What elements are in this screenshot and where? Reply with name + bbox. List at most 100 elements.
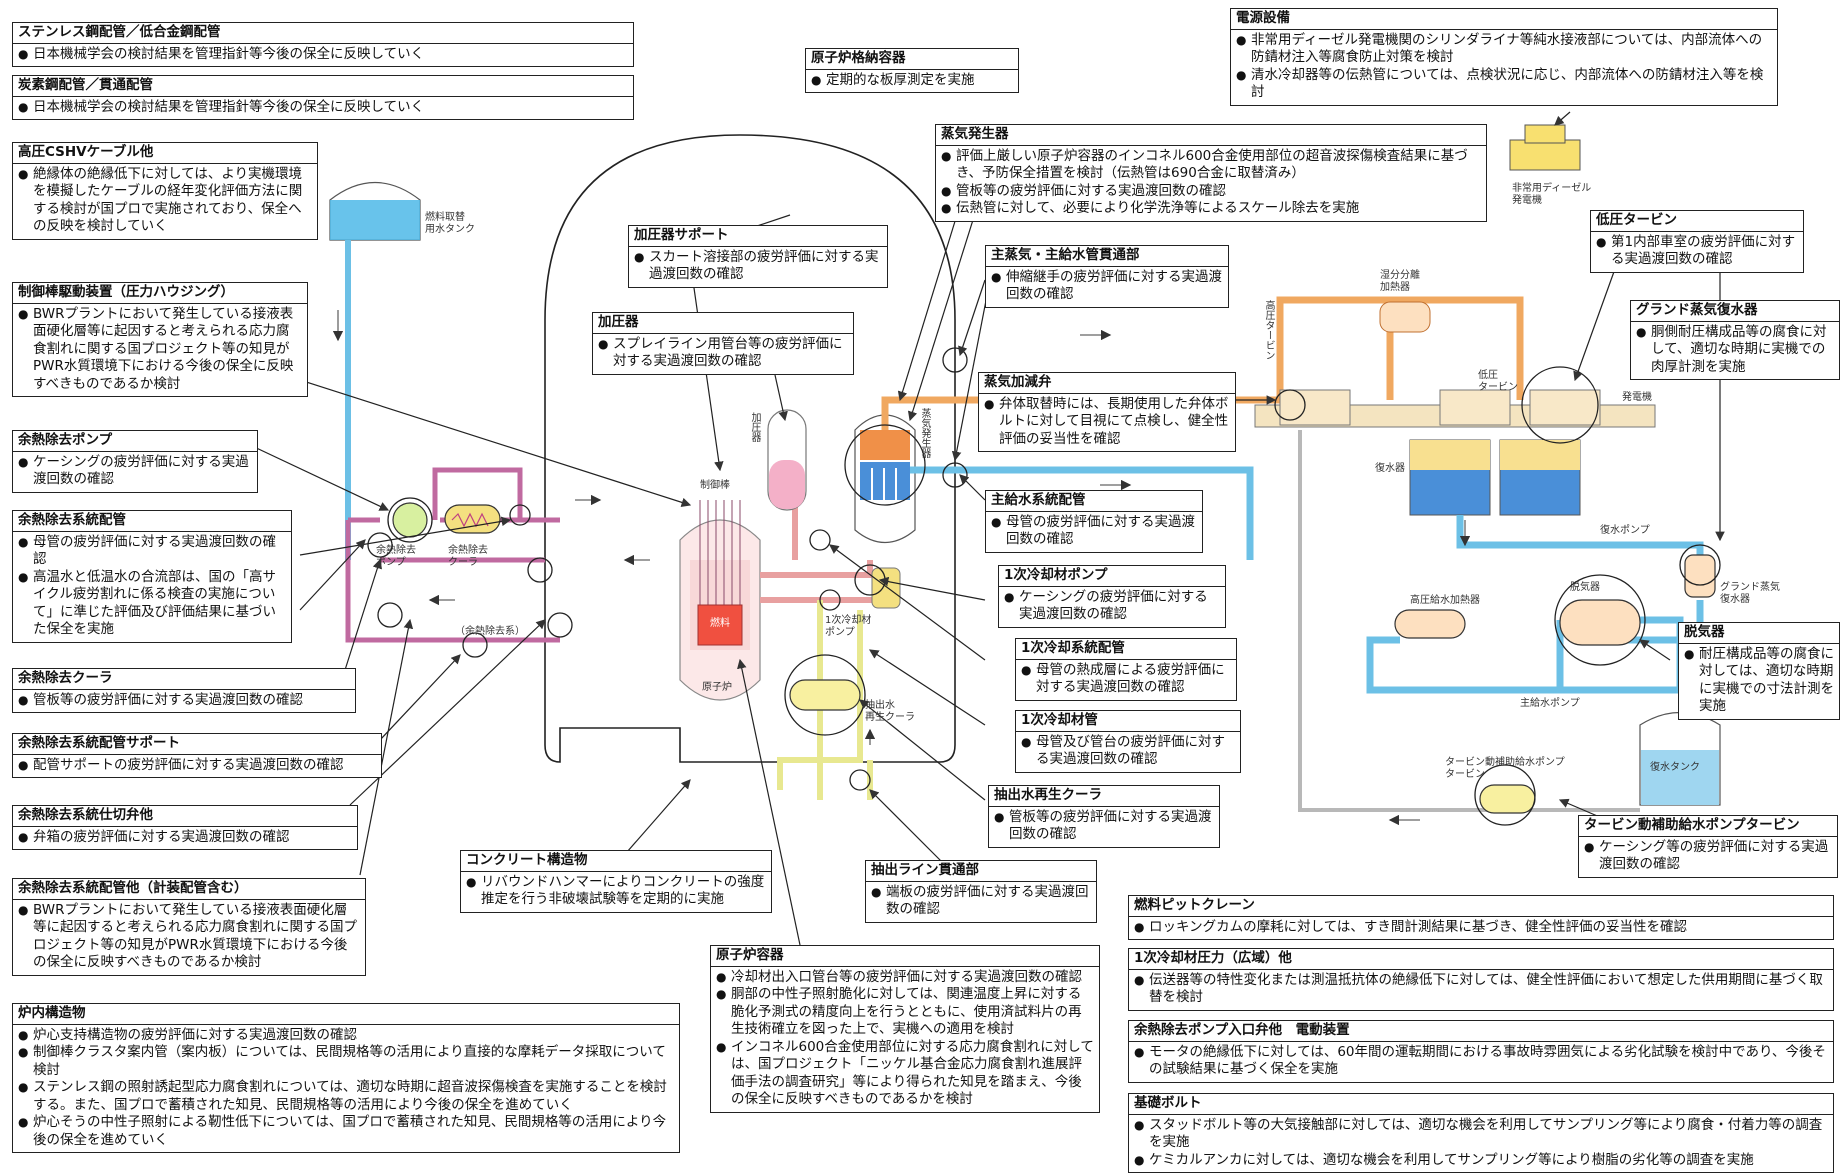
callout-title: グランド蒸気復水器 [1631,301,1839,322]
callout-stainless-piping: ステンレス鋼配管／低合金鋼配管日本機械学会の検討結果を管理指針等今後の保全に反映… [12,22,634,67]
label-rhr-system: （余熱除去系） [455,626,525,638]
callout-item: 高温水と低温水の合流部は、国の「高サイクル疲労割れに係る検査の実施について」に準… [18,569,286,639]
callout-item: 弁箱の疲労評価に対する実過渡回数の確認 [18,829,352,847]
callout-item: 管板等の疲労評価に対する実過渡回数の確認 [18,692,350,710]
callout-title: 加圧器サポート [629,226,887,247]
callout-rhr-pump: 余熱除去ポンプケーシングの疲労評価に対する実過渡回数の確認 [12,430,258,493]
label-main-fw-pump: 主給水ポンプ [1520,698,1580,710]
callout-title: 脱気器 [1679,623,1839,644]
regen-cooler-icon [790,680,860,710]
callout-item: 母管及び管台の疲労評価に対する実過渡回数の確認 [1021,734,1235,769]
rcp-icon [872,568,900,608]
label-hp-fw-heater: 高圧給水加熱器 [1410,595,1480,607]
callout-cshv-cable: 高圧CSHVケーブル他絶縁体の絶縁低下に対しては、より実機環境を模擬したケーブル… [12,142,318,240]
callout-title: 炉内構造物 [13,1004,679,1025]
hp-fw-heater-icon [1395,610,1465,638]
steam-generator-icon [855,415,915,543]
callout-item: 日本機械学会の検討結果を管理指針等今後の保全に反映していく [18,99,628,117]
label-moisture-separator: 湿分分離加熱器 [1380,270,1420,294]
label-control-rod: 制御棒 [700,480,730,492]
label-lp-turbine: 低圧タービン [1478,370,1518,394]
condenser-icons [1410,440,1580,515]
callout-item: 胴部の中性子照射脆化に対しては、関連温度上昇に対する脆化予測式の精度向上を行うと… [716,986,1094,1039]
callout-title: 抽出水再生クーラ [989,786,1219,807]
deaerator-icon [1560,600,1640,645]
callout-title: 主給水系統配管 [986,491,1202,512]
label-tdafw-turbine: タービン動補助給水ポンプタービン [1445,757,1565,781]
callout-title: タービン動補助給水ポンプタービン [1579,816,1837,837]
condensate-tank-icon [1640,713,1720,806]
callout-item: 評価上厳しい原子炉容器のインコネル600合金使用部位の超音波探傷検査結果に基づき… [941,148,1481,183]
callout-carbon-steel-piping: 炭素鋼配管／貫通配管日本機械学会の検討結果を管理指針等今後の保全に反映していく [12,75,634,120]
label-condenser: 復水器 [1375,463,1405,475]
label-pressurizer: 加圧器 [748,412,760,442]
callout-item: スタッドボルト等の大気接触部に対しては、適切な機会を利用してサンプリング等により… [1134,1117,1828,1152]
callout-primary-system-piping: 1次冷却系統配管母管の熱成層による疲労評価に対する実過渡回数の確認 [1015,638,1237,701]
callout-rcp: 1次冷却材ポンプケーシングの疲労評価に対する実過渡回数の確認 [998,565,1226,628]
callout-item: 母管の疲労評価に対する実過渡回数の確認 [991,514,1197,549]
label-rcp: 1次冷却材ポンプ [825,615,871,639]
label-diesel-generator: 非常用ディーゼル発電機 [1512,183,1591,207]
callout-main-feedwater-piping: 主給水系統配管母管の疲労評価に対する実過渡回数の確認 [985,490,1203,553]
label-hp-turbine: 高圧タービン [1262,300,1274,360]
label-condensate-pump: 復水ポンプ [1600,525,1650,537]
callout-lp-turbine: 低圧タービン第1内部車室の疲労評価に対する実過渡回数の確認 [1590,210,1804,273]
callout-item: ケーシングの疲労評価に対する実過渡回数の確認 [1004,589,1220,624]
callout-title: 余熱除去ポンプ入口弁他 電動装置 [1129,1021,1833,1042]
callout-title: 余熱除去クーラ [13,669,355,690]
callout-pressurizer: 加圧器スプレイライン用管台等の疲労評価に対する実過渡回数の確認 [592,312,854,375]
callout-item: 伝熱管に対して、必要により化学洗浄等によるスケール除去を実施 [941,200,1481,218]
callout-containment-vessel: 原子炉格納容器定期的な板厚測定を実施 [805,48,1019,93]
callout-item: 日本機械学会の検討結果を管理指針等今後の保全に反映していく [18,46,628,64]
label-fuel-tank: 燃料取替用水タンク [425,212,475,236]
callout-power-supply: 電源設備非常用ディーゼル発電機関のシリンダライナ等純水接液部については、内部流体… [1230,8,1778,106]
callout-item: 炉心そうの中性子照射による靭性低下については、国プロで蓄積された知見、民間規格等… [18,1114,674,1149]
callout-ms-fw-penetration: 主蒸気・主給水管貫通部伸縮継手の疲労評価に対する実過渡回数の確認 [985,245,1229,308]
callout-foundation-bolts: 基礎ボルトスタッドボルト等の大気接触部に対しては、適切な機会を利用してサンプリン… [1128,1093,1834,1173]
callout-title: 余熱除去系統配管他（計装配管含む） [13,879,365,900]
callout-rhr-piping: 余熱除去系統配管母管の疲労評価に対する実過渡回数の確認高温水と低温水の合流部は、… [12,510,292,643]
flow-arrows [338,310,1465,820]
callout-item: 絶縁体の絶縁低下に対しては、より実機環境を模擬したケーブルの経年変化評価方法に関… [18,166,312,236]
callout-title: 基礎ボルト [1129,1094,1833,1115]
callout-deaerator: 脱気器耐圧構成品等の腐食に対しては、適切な時期に実機での寸法計測を実施 [1678,622,1840,720]
tdafw-turbine-icon [1480,785,1535,813]
callout-item: 耐圧構成品等の腐食に対しては、適切な時期に実機での寸法計測を実施 [1684,646,1834,716]
callout-item: スプレイライン用管台等の疲労評価に対する実過渡回数の確認 [598,336,848,371]
callout-rhr-inlet-valve-actuator: 余熱除去ポンプ入口弁他 電動装置モータの絶縁低下に対しては、60年間の運転期間に… [1128,1020,1834,1083]
callout-item: 制御棒クラスタ案内管（案内板）については、民間規格等の活用により直接的な摩耗デー… [18,1044,674,1079]
callout-item: ケミカルアンカに対しては、適切な機会を利用してサンプリング等により樹脂の劣化等の… [1134,1152,1828,1170]
callout-title: ステンレス鋼配管／低合金鋼配管 [13,23,633,44]
callout-title: 余熱除去ポンプ [13,431,257,452]
callout-title: 制御棒駆動装置（圧力ハウジング） [13,283,307,304]
callout-item: 端板の疲労評価に対する実過渡回数の確認 [871,884,1091,919]
callout-title: 原子炉格納容器 [806,49,1018,70]
callout-primary-coolant-pipe: 1次冷却材管母管及び管台の疲労評価に対する実過渡回数の確認 [1015,710,1241,773]
callout-rhr-support: 余熱除去系統配管サポート配管サポートの疲労評価に対する実過渡回数の確認 [12,733,382,778]
callout-title: 抽出ライン貫通部 [866,861,1096,882]
callout-item: 管板等の疲労評価に対する実過渡回数の確認 [941,183,1481,201]
label-generator: 発電機 [1622,392,1652,404]
callout-item: 配管サポートの疲労評価に対する実過渡回数の確認 [18,757,376,775]
turbine-deck [1255,390,1655,427]
callout-rhr-cooler: 余熱除去クーラ管板等の疲労評価に対する実過渡回数の確認 [12,668,356,713]
callout-pressurizer-support: 加圧器サポートスカート溶接部の疲労評価に対する実過渡回数の確認 [628,225,888,288]
label-reactor: 原子炉 [702,682,732,694]
callout-item: 伸縮継手の疲労評価に対する実過渡回数の確認 [991,269,1223,304]
callout-reactor-vessel: 原子炉容器冷却材出入口管台等の疲労評価に対する実過渡回数の確認胴部の中性子照射脆… [710,945,1100,1113]
callout-item: 清水冷却器等の伝熱管については、点検状況に応じ、内部流体への防錆材注入等を検討 [1236,67,1772,102]
callout-title: 燃料ピットクレーン [1129,896,1833,917]
callout-title: 1次冷却系統配管 [1016,639,1236,660]
callout-steam-generator: 蒸気発生器評価上厳しい原子炉容器のインコネル600合金使用部位の超音波探傷検査結… [935,124,1487,222]
callout-item: 胴側耐圧構成品等の腐食に対して、適切な時期に実機での肉厚計測を実施 [1636,324,1834,377]
callout-crd-housing: 制御棒駆動装置（圧力ハウジング）BWRプラントにおいて発生している接液表面硬化層… [12,282,308,397]
callout-gland-steam-condenser: グランド蒸気復水器胴側耐圧構成品等の腐食に対して、適切な時期に実機での肉厚計測を… [1630,300,1840,380]
callout-item: BWRプラントにおいて発生している接液表面硬化層等に起因すると考えられる応力腐食… [18,902,360,972]
callout-item: 母管の疲労評価に対する実過渡回数の確認 [18,534,286,569]
reactor-vessel-icon [680,500,760,700]
callout-item: 炉心支持構造物の疲労評価に対する実過渡回数の確認 [18,1027,674,1045]
callout-title: 低圧タービン [1591,211,1803,232]
callout-item: 定期的な板厚測定を実施 [811,72,1013,90]
callout-item: モータの絶縁低下に対しては、60年間の運転期間における事故時雰囲気による劣化試験… [1134,1044,1828,1079]
